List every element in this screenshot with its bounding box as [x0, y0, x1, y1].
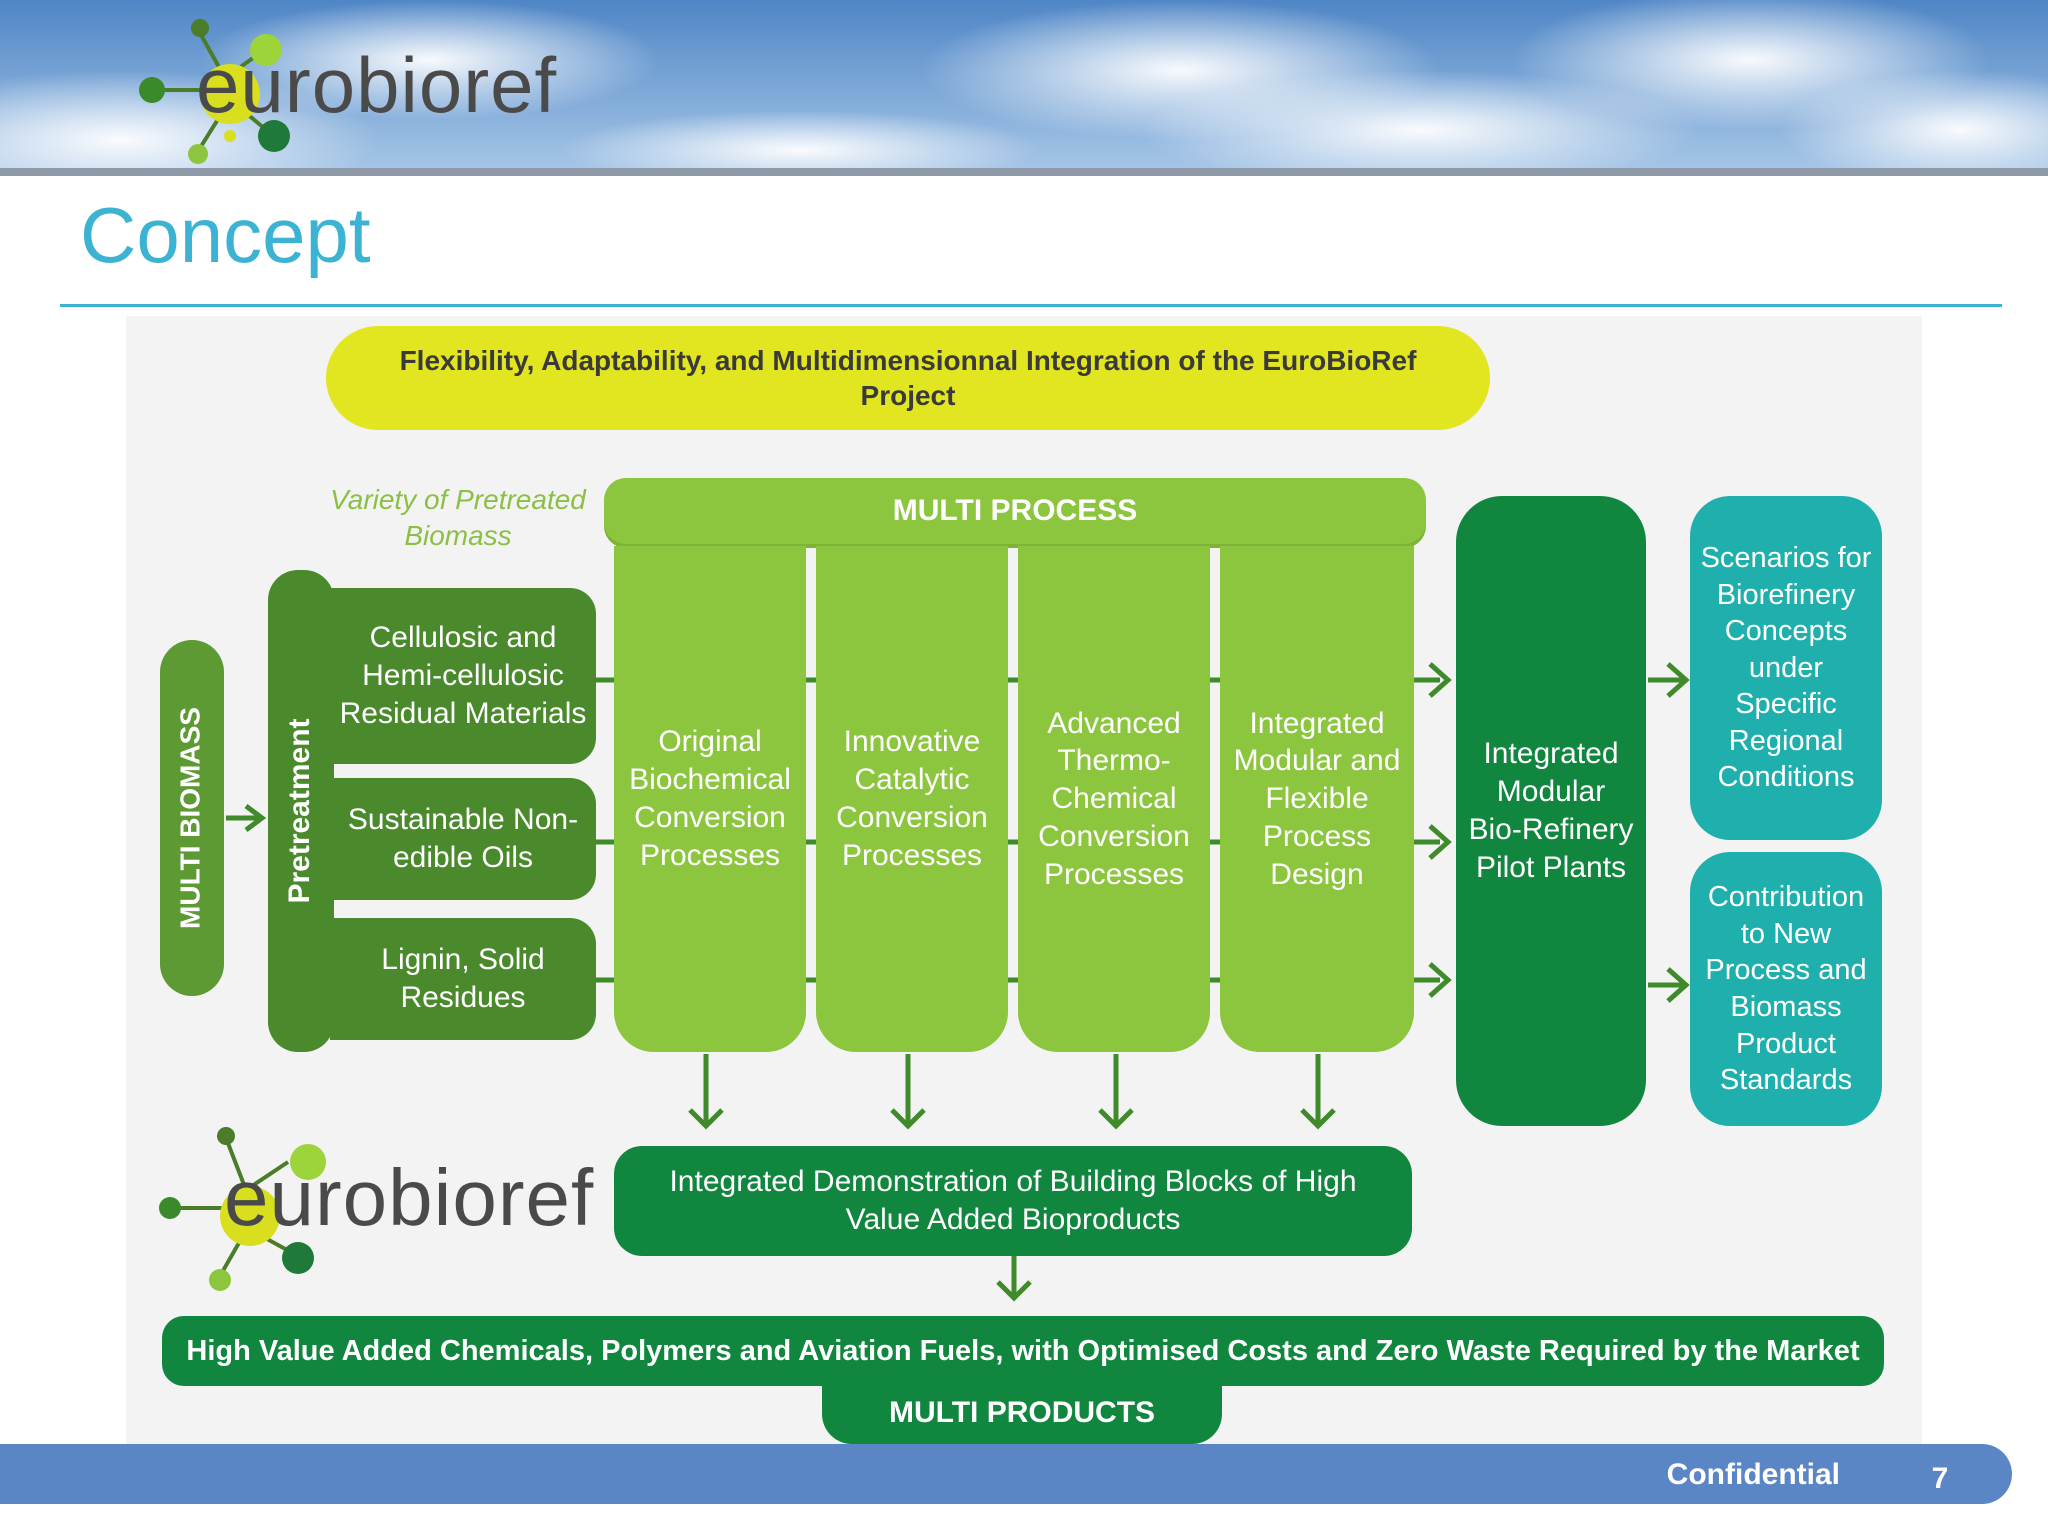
process-biochemical: Original Biochemical Conversion Processe…: [614, 546, 806, 1052]
confidential-label: Confidential: [1666, 1458, 1840, 1491]
molecule-logo-icon-lower: [159, 1127, 326, 1291]
feedstock-cellulosic: Cellulosic and Hemi-cellulosic Residual …: [330, 588, 596, 764]
logo-wordmark: eurobioref: [196, 41, 558, 129]
outcome-scenarios: Scenarios for Biorefinery Concepts under…: [1690, 496, 1882, 840]
eurobioref-logo-lower: [158, 1124, 338, 1294]
pretreatment-bar: Pretreatment: [268, 570, 334, 1052]
pretreatment-label: Pretreatment: [283, 718, 316, 903]
process-catalytic: Innovative Catalytic Conversion Processe…: [816, 546, 1008, 1052]
feedstock-lignin: Lignin, Solid Residues: [330, 918, 596, 1040]
multi-biomass-pill: MULTI BIOMASS: [160, 640, 224, 996]
pilot-plants-box: Integrated Modular Bio-Refinery Pilot Pl…: [1456, 496, 1646, 1126]
feedstock-oils: Sustainable Non-edible Oils: [330, 778, 596, 900]
sky-background: [0, 0, 2048, 176]
molecule-logo-icon: [139, 19, 290, 164]
title-divider: [60, 304, 2002, 307]
integration-banner: Flexibility, Adaptability, and Multidime…: [326, 326, 1490, 430]
page-title: Concept: [80, 191, 371, 279]
multi-process-header: MULTI PROCESS: [604, 478, 1426, 544]
page-number: 7: [1931, 1462, 1949, 1495]
header-banner: [0, 0, 2048, 176]
pretreatment-label-svg: Pretreatment: [283, 718, 316, 903]
demonstration-box: Integrated Demonstration of Building Blo…: [614, 1146, 1412, 1256]
multi-biomass-label-svg: MULTI BIOMASS: [174, 707, 205, 929]
multi-products-tab: MULTI PRODUCTS: [822, 1382, 1222, 1444]
footer-bar: [0, 1444, 2012, 1504]
outcome-standards: Contribution to New Process and Biomass …: [1690, 852, 1882, 1126]
market-bar: High Value Added Chemicals, Polymers and…: [162, 1316, 1884, 1386]
process-thermochemical: Advanced Thermo-Chemical Conversion Proc…: [1018, 546, 1210, 1052]
multi-biomass-label: MULTI BIOMASS: [174, 707, 205, 929]
variety-caption: Variety of Pretreated Biomass: [330, 484, 586, 551]
logo-wordmark-lower: eurobioref: [224, 1153, 595, 1242]
eurobioref-logo: [130, 8, 600, 168]
process-modular-design: Integrated Modular and Flexible Process …: [1220, 546, 1414, 1052]
